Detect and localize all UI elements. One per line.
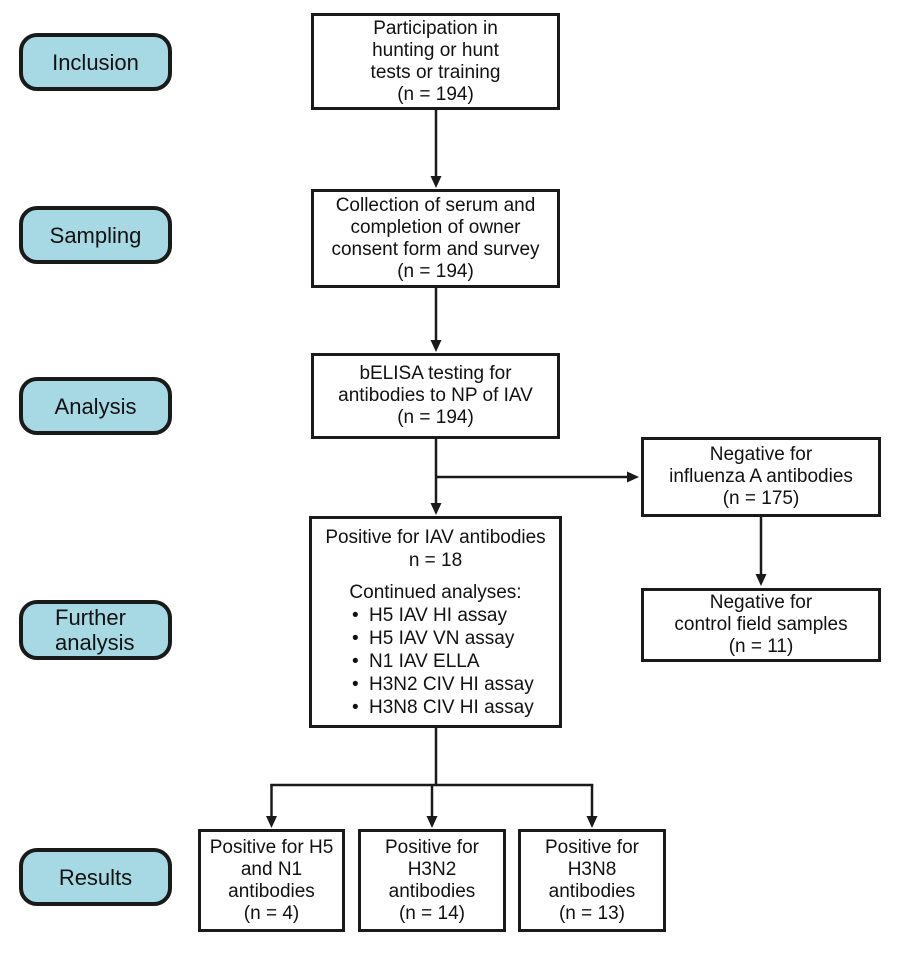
bullet-icon: • bbox=[352, 696, 359, 718]
stage-label-analysis: Analysis bbox=[54, 393, 137, 419]
arrow-split-to-h3n2 bbox=[426, 784, 438, 828]
flow-box-belisa: bELISA testing for antibodies to NP of I… bbox=[311, 353, 560, 439]
flow-box-belisa-text: bELISA testing for antibodies to NP of I… bbox=[338, 363, 533, 428]
stage-pill-analysis: Analysis bbox=[19, 377, 172, 435]
stage-pill-sampling: Sampling bbox=[19, 206, 172, 264]
flow-box-participation-text: Participation in hunting or hunt tests o… bbox=[370, 17, 501, 105]
stage-pill-inclusion: Inclusion bbox=[19, 33, 172, 91]
flow-box-negative-control: Negative for control field samples (n = … bbox=[641, 588, 881, 662]
flow-box-positive-h3n8-text: Positive for H3N8 antibodies (n = 13) bbox=[545, 836, 639, 924]
arrow-negative-iav-to-negative-control bbox=[755, 517, 767, 586]
list-item: • H5 IAV VN assay bbox=[352, 627, 559, 650]
flow-box-positive-iav: Positive for IAV antibodies n = 18 Conti… bbox=[309, 516, 562, 728]
list-item: • H3N2 CIV HI assay bbox=[352, 673, 559, 696]
list-item: • H3N8 CIV HI assay bbox=[352, 696, 559, 719]
flow-box-positive-h3n2-text: Positive for H3N2 antibodies (n = 14) bbox=[385, 836, 479, 924]
flow-box-negative-iav-text: Negative for influenza A antibodies (n =… bbox=[669, 444, 853, 509]
arrow-belisa-to-negative-iav bbox=[436, 471, 639, 483]
list-item: • H5 IAV HI assay bbox=[352, 604, 559, 627]
flow-box-participation: Participation in hunting or hunt tests o… bbox=[311, 13, 560, 110]
continued-analyses-list: • H5 IAV HI assay • H5 IAV VN assay • N1… bbox=[312, 604, 559, 719]
stage-label-sampling: Sampling bbox=[49, 222, 142, 248]
flow-box-positive-h5-n1-text: Positive for H5 and N1 antibodies (n = 4… bbox=[209, 836, 334, 924]
list-item-text: H5 IAV VN assay bbox=[369, 627, 515, 649]
stage-label-further-analysis: Further analysis bbox=[55, 605, 135, 655]
bullet-icon: • bbox=[352, 673, 359, 695]
connector-positive-to-results-split bbox=[270, 728, 594, 787]
arrow-split-to-h3n8 bbox=[586, 784, 598, 828]
flow-box-positive-h3n8: Positive for H3N8 antibodies (n = 13) bbox=[518, 829, 666, 932]
bullet-icon: • bbox=[352, 650, 359, 672]
list-item-text: H5 IAV HI assay bbox=[369, 604, 507, 626]
flow-box-positive-iav-title: Positive for IAV antibodies n = 18 bbox=[325, 526, 546, 571]
flow-box-negative-control-text: Negative for control field samples (n = … bbox=[674, 592, 848, 657]
arrow-belisa-to-positive bbox=[430, 439, 442, 515]
list-item-text: H3N2 CIV HI assay bbox=[369, 673, 534, 695]
flow-box-positive-h5-n1: Positive for H5 and N1 antibodies (n = 4… bbox=[198, 829, 345, 932]
flow-box-positive-h3n2: Positive for H3N2 antibodies (n = 14) bbox=[358, 829, 506, 932]
arrow-participation-to-collection bbox=[430, 110, 442, 188]
arrow-collection-to-belisa bbox=[430, 288, 442, 352]
bullet-icon: • bbox=[352, 627, 359, 649]
stage-pill-further-analysis: Further analysis bbox=[19, 600, 172, 660]
flow-box-negative-iav: Negative for influenza A antibodies (n =… bbox=[641, 437, 881, 517]
stage-label-results: Results bbox=[58, 864, 133, 890]
arrow-split-to-h5n1 bbox=[266, 784, 277, 828]
list-item-text: N1 IAV ELLA bbox=[369, 650, 480, 672]
flow-box-collection: Collection of serum and completion of ow… bbox=[311, 189, 560, 288]
stage-pill-results: Results bbox=[19, 848, 172, 906]
bullet-icon: • bbox=[352, 604, 359, 626]
flow-box-positive-iav-subtitle: Continued analyses: bbox=[349, 581, 522, 603]
stage-label-inclusion: Inclusion bbox=[52, 49, 139, 75]
list-item-text: H3N8 CIV HI assay bbox=[369, 696, 534, 718]
flow-box-collection-text: Collection of serum and completion of ow… bbox=[331, 194, 540, 282]
list-item: • N1 IAV ELLA bbox=[352, 650, 559, 673]
